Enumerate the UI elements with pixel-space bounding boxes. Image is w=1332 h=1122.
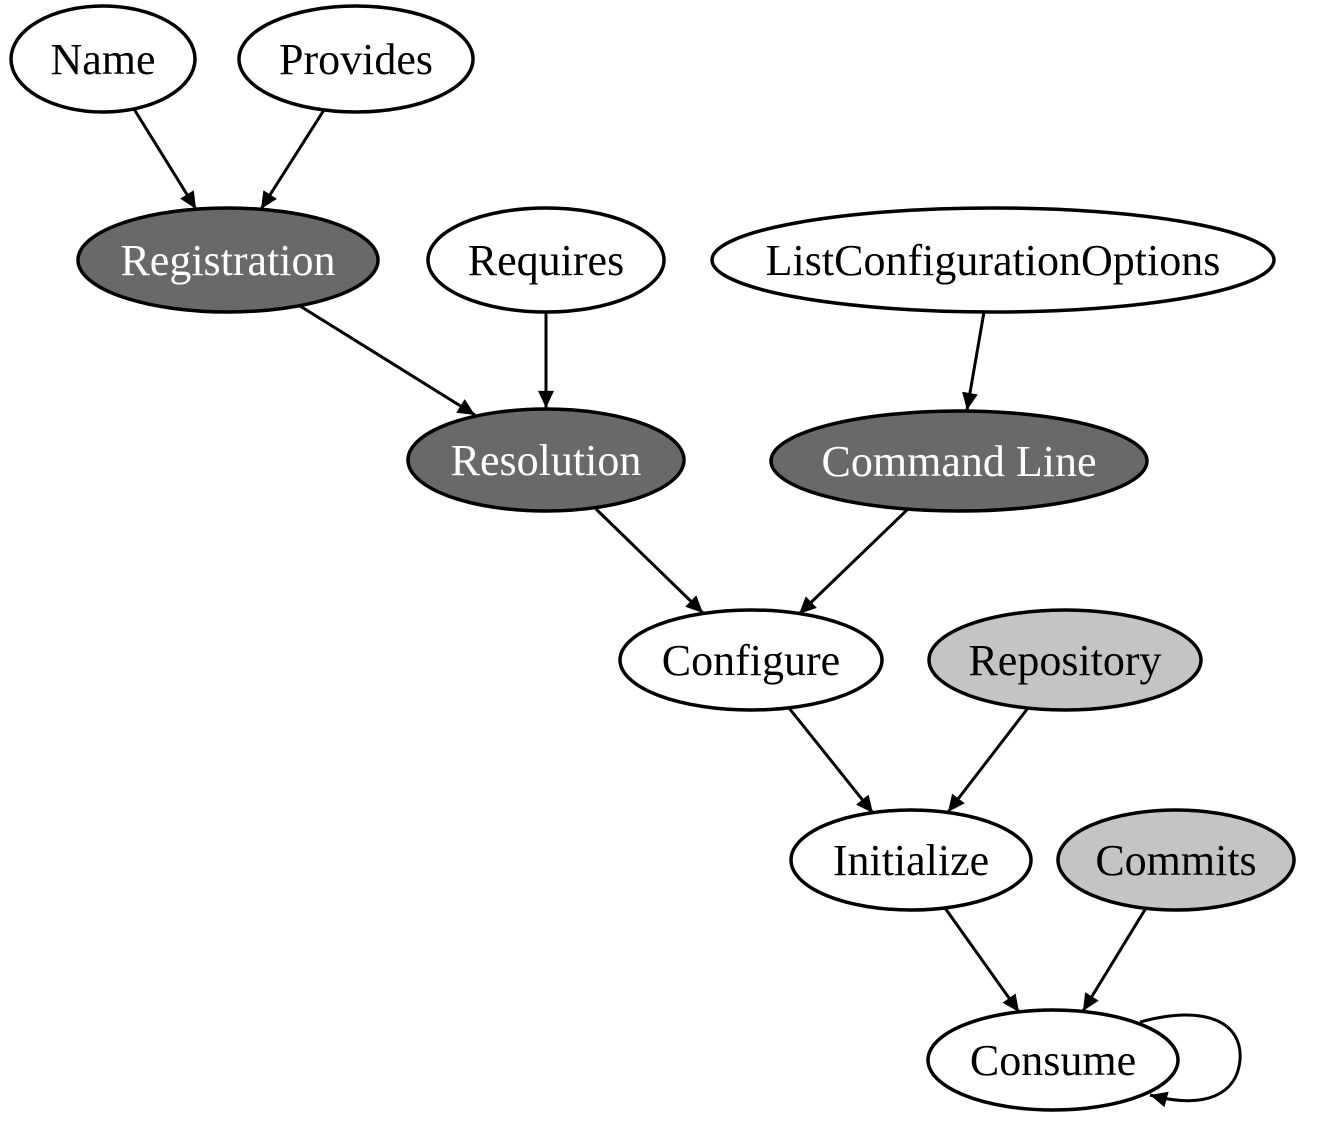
node-repository-label: Repository	[968, 636, 1161, 685]
node-resolution: Resolution	[406, 407, 686, 513]
node-name-label: Name	[50, 35, 155, 84]
edge-listconfigurationoptions-to-commandline	[962, 311, 986, 411]
node-repository: Repository	[927, 608, 1203, 712]
edge-commandline-to-configure	[797, 506, 911, 616]
node-consume: Consume	[926, 1008, 1180, 1112]
edge-commits-to-consume	[1081, 907, 1148, 1012]
node-initialize: Initialize	[789, 808, 1033, 912]
node-list-configuration-options-label: ListConfigurationOptions	[766, 236, 1221, 285]
node-resolution-label: Resolution	[451, 436, 642, 485]
edge-name-to-registration	[132, 108, 198, 210]
node-requires: Requires	[426, 206, 666, 314]
node-consume-label: Consume	[970, 1036, 1136, 1085]
edge-resolution-to-configure	[594, 507, 705, 615]
node-layer: Name Provides Registration Requires List…	[9, 4, 1296, 1112]
edge-configure-to-initialize	[787, 707, 875, 814]
edge-repository-to-initialize	[946, 707, 1030, 813]
node-command-line-label: Command Line	[822, 437, 1097, 486]
edge-consume-self-loop	[1139, 1013, 1242, 1108]
node-requires-label: Requires	[468, 236, 624, 285]
node-initialize-label: Initialize	[833, 836, 989, 885]
node-registration-label: Registration	[120, 236, 335, 285]
node-configure: Configure	[618, 608, 884, 712]
edge-layer	[132, 108, 1242, 1108]
edge-provides-to-registration	[259, 109, 326, 210]
edge-registration-to-resolution	[299, 304, 476, 417]
node-command-line: Command Line	[769, 409, 1149, 513]
node-commits-label: Commits	[1095, 836, 1256, 885]
node-configure-label: Configure	[662, 636, 840, 685]
node-provides-label: Provides	[279, 35, 433, 84]
node-registration: Registration	[76, 206, 380, 314]
node-name: Name	[9, 4, 197, 114]
node-commits: Commits	[1056, 808, 1296, 912]
edge-initialize-to-consume	[943, 907, 1021, 1013]
node-list-configuration-options: ListConfigurationOptions	[710, 206, 1276, 314]
node-provides: Provides	[237, 4, 475, 114]
